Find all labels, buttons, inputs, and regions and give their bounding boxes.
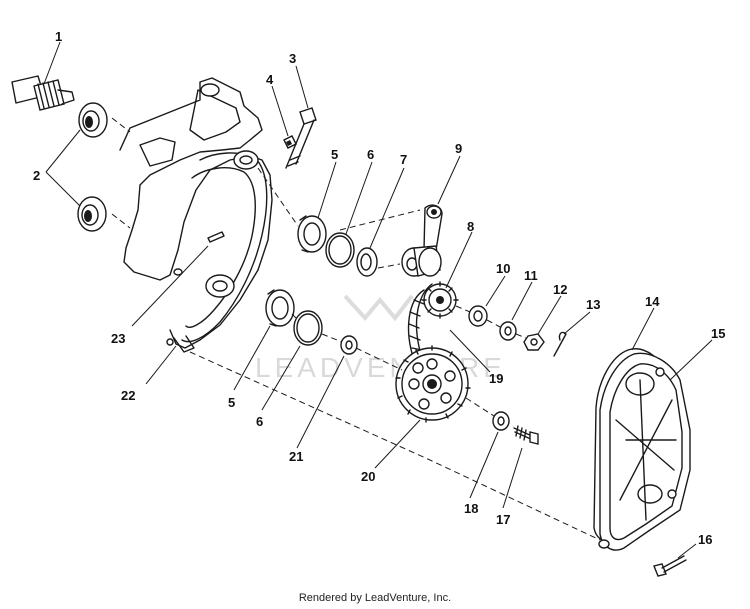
part-7-seal	[356, 247, 378, 277]
part-22-chaincase-housing	[119, 77, 273, 353]
part-5-bearing-lower	[265, 289, 295, 327]
callout-15: 15	[711, 326, 725, 341]
callout-13: 13	[586, 297, 600, 312]
part-21-washer	[340, 335, 358, 355]
watermark-logo-icon	[343, 294, 414, 322]
callout-18: 18	[464, 501, 478, 516]
footer-credit: Rendered by LeadVenture, Inc.	[298, 592, 452, 604]
callout-8: 8	[467, 219, 474, 234]
callout-1: 1	[55, 29, 62, 44]
callout-17: 17	[496, 512, 510, 527]
callout-3: 3	[289, 51, 296, 66]
assembly-axis-lines	[111, 117, 601, 541]
leader-lines	[43, 41, 713, 559]
part-16-screw	[653, 555, 687, 577]
callout-16: 16	[698, 532, 712, 547]
watermark-text: LEADVENTURE	[255, 352, 506, 383]
part-2-seal-lower	[77, 196, 107, 232]
part-3-bolt	[285, 107, 317, 169]
part-19-chain	[407, 283, 433, 361]
callout-6-lower: 6	[256, 414, 263, 429]
part-17-bolt	[513, 425, 539, 445]
callout-4: 4	[266, 72, 274, 87]
part-9-tensioner-arm	[401, 204, 443, 277]
part-1-shaft	[11, 75, 75, 111]
callout-9: 9	[455, 141, 462, 156]
callout-21: 21	[289, 449, 303, 464]
callout-7: 7	[400, 152, 407, 167]
part-23-dowel-pin	[207, 231, 225, 243]
part-20-large-sprocket	[395, 345, 471, 423]
part-13-cotter-pin	[553, 331, 567, 357]
callout-19: 19	[489, 371, 503, 386]
part-12-nut	[523, 333, 545, 351]
callout-11: 11	[524, 268, 538, 283]
part-6-snap-ring-lower	[293, 310, 323, 346]
part-4-screw	[283, 135, 297, 149]
callout-12: 12	[553, 282, 567, 297]
part-8-sprocket	[421, 281, 459, 319]
callout-14: 14	[645, 294, 660, 309]
callout-6-upper: 6	[367, 147, 374, 162]
callout-5-upper: 5	[331, 147, 338, 162]
callout-labels: 1 2 3 4 5 5 6 6 7 9 8 10 11 12 13 14 15 …	[33, 29, 725, 547]
callout-2: 2	[33, 168, 40, 183]
part-18-washer	[492, 411, 510, 431]
callout-22: 22	[121, 388, 135, 403]
part-5-bearing-upper	[297, 215, 327, 253]
callout-5-lower: 5	[228, 395, 235, 410]
part-6-snap-ring-upper	[325, 232, 355, 268]
callout-20: 20	[361, 469, 375, 484]
callout-10: 10	[496, 261, 510, 276]
callout-23: 23	[111, 331, 125, 346]
part-2-seal-upper	[78, 102, 108, 138]
part-15-chaincase-cover	[598, 352, 691, 551]
part-10-washer	[468, 305, 488, 327]
part-11-washer	[499, 321, 517, 341]
